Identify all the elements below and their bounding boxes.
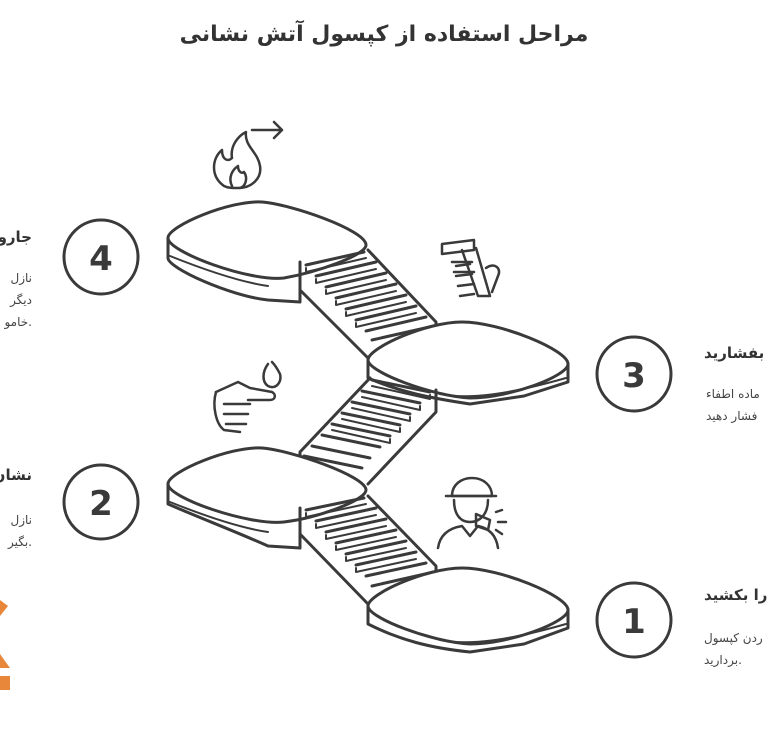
step-4-line-2: دیگر bbox=[10, 293, 32, 307]
step-3-line-2: فشار دهید bbox=[706, 409, 758, 423]
platform-2 bbox=[166, 446, 368, 550]
hand-extinguisher-icon bbox=[440, 238, 501, 298]
firefighter-whistle-icon bbox=[436, 476, 508, 550]
step-4-line-1: نازل bbox=[10, 271, 32, 285]
step-1-line-1: ردن کپسول bbox=[704, 631, 763, 645]
stairs-upper bbox=[298, 248, 438, 360]
svg-text:3: 3 bbox=[622, 356, 646, 396]
step-2-line-2: .بگیر bbox=[7, 535, 32, 549]
stairs-lower bbox=[298, 494, 438, 606]
step-3-heading: بفشارید bbox=[704, 344, 765, 362]
pointing-hand-fire-icon bbox=[213, 360, 282, 434]
fire-arrow-icon bbox=[212, 120, 284, 190]
step-3-line-1: ماده اطفاء bbox=[706, 387, 760, 401]
step-1-heading: را بکشید bbox=[704, 586, 768, 604]
platform-1 bbox=[366, 566, 570, 654]
svg-text:2: 2 bbox=[89, 484, 113, 524]
stairs-middle bbox=[298, 376, 438, 486]
step-4-heading: جارو bbox=[0, 228, 32, 246]
step-2-line-1: نازل bbox=[10, 513, 32, 527]
step-2-heading: نشان bbox=[0, 466, 32, 484]
step-4-line-3: .خامو bbox=[4, 315, 32, 329]
step-1-line-2: .بردارید bbox=[704, 653, 742, 667]
step-4-number: 4 bbox=[62, 218, 140, 296]
step-2-number: 2 bbox=[62, 463, 140, 541]
platform-3 bbox=[366, 320, 570, 406]
step-1-number: 1 bbox=[595, 581, 673, 659]
platform-4 bbox=[166, 200, 368, 304]
svg-text:4: 4 bbox=[89, 239, 113, 279]
logo-icon bbox=[0, 600, 10, 690]
step-3-number: 3 bbox=[595, 335, 673, 413]
page-title: مراحل استفاده از کپسول آتش نشانی bbox=[179, 22, 589, 47]
svg-text:1: 1 bbox=[622, 602, 646, 642]
